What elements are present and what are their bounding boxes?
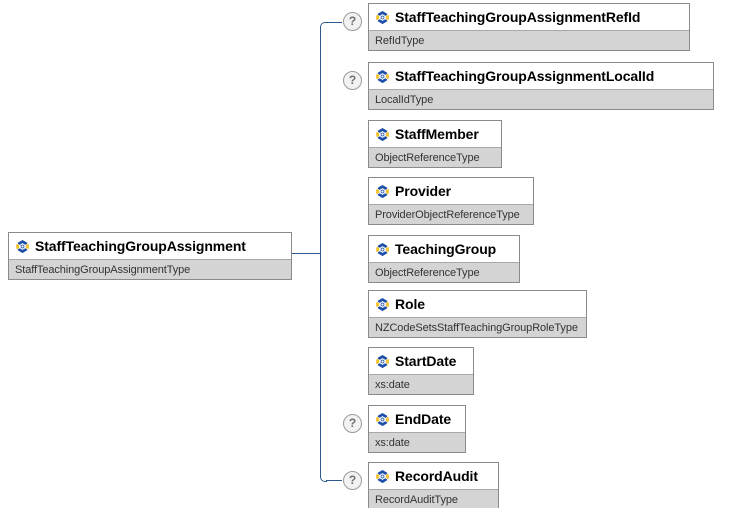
node-name-row: Provider [369, 178, 533, 204]
node-type-row: LocalIdType [369, 89, 713, 109]
xsd-element-icon [376, 10, 389, 24]
node-type-label: LocalIdType [375, 93, 434, 106]
xsd-element-icon [376, 127, 389, 141]
connector-corner-bottom [320, 475, 327, 482]
node-name-row: TeachingGroup [369, 236, 519, 262]
xsd-element-icon [16, 239, 29, 253]
node-type-label: ObjectReferenceType [375, 151, 480, 164]
optional-marker-record-audit[interactable]: ? [343, 471, 362, 490]
node-type-row: ObjectReferenceType [369, 262, 519, 282]
node-name-row: StaffTeachingGroupAssignment [9, 233, 291, 259]
node-type-row: NZCodeSetsStaffTeachingGroupRoleType [369, 317, 586, 337]
connector-branch-refid [326, 22, 342, 23]
node-name-label: StaffMember [395, 126, 479, 142]
node-type-label: NZCodeSetsStaffTeachingGroupRoleType [375, 321, 578, 334]
node-name-label: RecordAudit [395, 468, 478, 484]
node-provider[interactable]: Provider ProviderObjectReferenceType [368, 177, 534, 225]
node-start-date[interactable]: StartDate xs:date [368, 347, 474, 395]
node-type-label: ObjectReferenceType [375, 266, 480, 279]
node-name-row: Role [369, 291, 586, 317]
node-type-label: RecordAuditType [375, 493, 458, 506]
node-name-label: StaffTeachingGroupAssignment [35, 238, 246, 254]
node-type-label: ProviderObjectReferenceType [375, 208, 520, 221]
node-teaching-group[interactable]: TeachingGroup ObjectReferenceType [368, 235, 520, 283]
node-name-row: RecordAudit [369, 463, 498, 489]
node-type-row: ProviderObjectReferenceType [369, 204, 533, 224]
node-type-label: xs:date [375, 378, 410, 391]
xsd-element-icon [376, 69, 389, 83]
node-name-row: StartDate [369, 348, 473, 374]
node-type-label: RefIdType [375, 34, 425, 47]
node-staff-member[interactable]: StaffMember ObjectReferenceType [368, 120, 502, 168]
node-name-row: StaffMember [369, 121, 501, 147]
xsd-element-icon [376, 412, 389, 426]
node-type-label: StaffTeachingGroupAssignmentType [15, 263, 191, 276]
node-type-row: xs:date [369, 374, 473, 394]
node-type-row: ObjectReferenceType [369, 147, 501, 167]
node-name-label: TeachingGroup [395, 241, 497, 257]
node-name-label: Provider [395, 183, 451, 199]
node-name-label: EndDate [395, 411, 452, 427]
xsd-element-icon [376, 469, 389, 483]
optional-marker-end-date[interactable]: ? [343, 414, 362, 433]
connector-trunk-vertical [320, 27, 321, 476]
xsd-element-icon [376, 354, 389, 368]
node-name-label: StaffTeachingGroupAssignmentRefId [395, 9, 641, 25]
node-name-label: Role [395, 296, 425, 312]
node-name-label: StaffTeachingGroupAssignmentLocalId [395, 68, 655, 84]
connector-corner-top [320, 22, 327, 29]
node-staff-teaching-group-assignment-refid[interactable]: StaffTeachingGroupAssignmentRefId RefIdT… [368, 3, 690, 51]
node-record-audit[interactable]: RecordAudit RecordAuditType [368, 462, 499, 508]
node-role[interactable]: Role NZCodeSetsStaffTeachingGroupRoleTyp… [368, 290, 587, 338]
connector-root-stem [291, 253, 321, 254]
node-name-row: StaffTeachingGroupAssignmentRefId [369, 4, 689, 30]
optional-marker-staff-teaching-group-assignment-refid[interactable]: ? [343, 12, 362, 31]
node-type-row: RefIdType [369, 30, 689, 50]
connector-branch-recordaudit [326, 480, 342, 481]
node-type-row: StaffTeachingGroupAssignmentType [9, 259, 291, 279]
node-type-label: xs:date [375, 436, 410, 449]
node-staff-teaching-group-assignment-localid[interactable]: StaffTeachingGroupAssignmentLocalId Loca… [368, 62, 714, 110]
node-name-row: StaffTeachingGroupAssignmentLocalId [369, 63, 713, 89]
node-name-label: StartDate [395, 353, 457, 369]
node-name-row: EndDate [369, 406, 465, 432]
node-type-row: RecordAuditType [369, 489, 498, 508]
optional-marker-staff-teaching-group-assignment-localid[interactable]: ? [343, 71, 362, 90]
xsd-element-icon [376, 184, 389, 198]
node-end-date[interactable]: EndDate xs:date [368, 405, 466, 453]
node-staff-teaching-group-assignment[interactable]: StaffTeachingGroupAssignment StaffTeachi… [8, 232, 292, 280]
xsd-element-icon [376, 242, 389, 256]
node-type-row: xs:date [369, 432, 465, 452]
xsd-element-icon [376, 297, 389, 311]
